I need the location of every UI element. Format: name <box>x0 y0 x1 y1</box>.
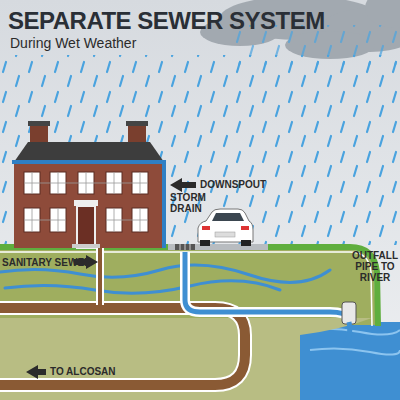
interceptor-pipe <box>0 308 245 385</box>
rain <box>0 55 400 245</box>
callout-label: DOWNSPOUT <box>200 179 266 190</box>
pointer-arrow <box>170 178 196 192</box>
car <box>198 209 253 246</box>
storm-drain <box>175 244 195 250</box>
callout-label: STORM DRAIN <box>170 192 210 214</box>
sanitary-pipe <box>98 248 102 305</box>
house <box>12 121 166 248</box>
storm-pipe <box>185 252 350 318</box>
storm-pipe <box>185 252 350 318</box>
pointer-arrow <box>26 365 46 379</box>
diagram-title: SEPARATE SEWER SYSTEM <box>8 8 325 34</box>
outfall-pipe <box>342 302 356 324</box>
callout-label: TO ALCOSAN <box>50 366 116 377</box>
callout-label: OUTFALL PIPE TO RIVER <box>350 250 400 283</box>
interceptor-pipe <box>0 308 245 385</box>
callout-label: SANITARY SEWER <box>2 257 91 268</box>
road <box>168 244 268 250</box>
river <box>300 322 400 400</box>
groundwater <box>0 265 330 293</box>
sanitary-pipe <box>96 248 104 305</box>
downspout <box>162 162 166 248</box>
outfall-flow <box>345 322 350 345</box>
subtitle: During Wet Weather <box>10 36 136 51</box>
